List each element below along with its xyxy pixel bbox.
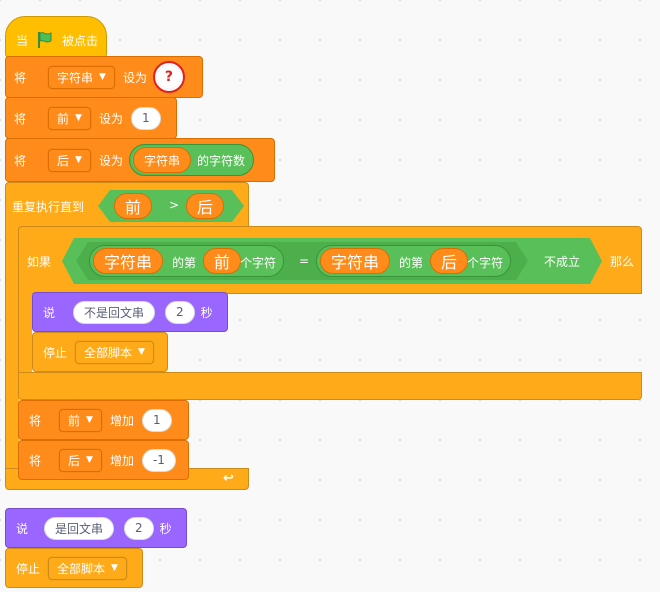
change-front-block[interactable]: 将 前▼ 增加 1 [18,400,189,440]
change-value-input[interactable]: 1 [141,408,172,432]
say-text-input[interactable]: 不是回文串 [73,300,156,324]
clicked-label: 被点击 [62,33,99,48]
repeat-until-label: 重复执行直到 [12,200,85,214]
question-mark-icon: ? [157,66,180,88]
change-by-label: 增加 [109,453,134,468]
value-input-question[interactable]: ? [152,61,185,93]
green-flag-icon [36,31,54,49]
if-then-block[interactable]: 如果 那么 不成立 字符串 的第 前 个字符 = 字符串 [18,226,642,400]
say-palindrome-block[interactable]: 说 是回文串 2 秒 [5,508,187,548]
chevron-down-icon: ▼ [86,415,93,425]
loop-arrow-icon: ↩ [223,471,234,486]
set-label: 将 [14,111,27,126]
change-back-block[interactable]: 将 后▼ 增加 -1 [18,440,189,480]
set-to-label: 设为 [122,70,147,85]
say-secs-input[interactable]: 2 [165,300,195,324]
equals-symbol: = [299,254,310,268]
char-label-b: 个字符 [467,256,504,270]
greater-than-condition[interactable]: 前 > 后 [98,190,244,222]
change-set-label: 将 [29,413,42,428]
char-label-a: 个字符 [240,256,277,270]
set-front-block[interactable]: 将 前▼ 设为 1 [5,97,177,139]
stop-all-block-final[interactable]: 停止 全部脚本▼ [5,548,143,588]
letter-of-reporter-b[interactable]: 字符串 的第 后 个字符 [316,245,511,277]
then-label: 那么 [610,255,635,269]
set-to-label: 设为 [98,153,123,168]
equals-condition[interactable]: 字符串 的第 前 个字符 = 字符串 的第 后 个字符 [76,242,528,280]
not-label: 不成立 [544,255,581,269]
chevron-down-icon: ▼ [99,72,106,82]
chevron-down-icon: ▼ [111,563,118,573]
set-back-block[interactable]: 将 后▼ 设为 字符串 的字符数 [5,138,275,182]
length-label: 的字符数 [196,153,245,168]
string-var-b[interactable]: 字符串 [320,248,390,274]
change-set-label: 将 [29,453,42,468]
letter-of-label-a: 的第 [172,256,197,270]
condition-right-var[interactable]: 后 [186,193,224,219]
letter-of-reporter-a[interactable]: 字符串 的第 前 个字符 [89,245,284,277]
variable-dropdown-front[interactable]: 前▼ [48,106,91,130]
variable-dropdown-front[interactable]: 前▼ [59,408,102,432]
set-label: 将 [14,70,27,85]
letter-of-label-b: 的第 [399,256,424,270]
secs-label: 秒 [159,521,172,536]
chevron-down-icon: ▼ [138,347,145,357]
say-label: 说 [43,305,56,320]
not-condition[interactable]: 不成立 字符串 的第 前 个字符 = 字符串 的第 [62,238,602,284]
string-var-a[interactable]: 字符串 [93,248,163,274]
say-secs-input[interactable]: 2 [124,516,154,540]
greater-than-symbol: > [169,198,180,212]
string-var-reporter[interactable]: 字符串 [132,147,191,173]
repeat-until-block[interactable]: 重复执行直到 前 > 后 ↩ [5,182,249,508]
stop-option-dropdown[interactable]: 全部脚本▼ [75,340,154,364]
stop-option-dropdown[interactable]: 全部脚本▼ [48,556,127,580]
variable-dropdown-back[interactable]: 后▼ [59,448,102,472]
back-var-b[interactable]: 后 [430,248,468,274]
value-input[interactable]: 1 [130,106,161,130]
front-var-a[interactable]: 前 [203,248,241,274]
say-not-palindrome-block[interactable]: 说 不是回文串 2 秒 [32,292,228,332]
condition-left-var[interactable]: 前 [114,193,152,219]
stop-all-block-inner[interactable]: 停止 全部脚本▼ [32,332,168,372]
say-text-input[interactable]: 是回文串 [44,516,115,540]
chevron-down-icon: ▼ [86,455,93,465]
variable-dropdown-back[interactable]: 后▼ [48,148,91,172]
chevron-down-icon: ▼ [75,155,82,165]
length-of-reporter[interactable]: 字符串 的字符数 [128,144,254,176]
chevron-down-icon: ▼ [75,113,82,123]
change-by-label: 增加 [109,413,134,428]
set-label: 将 [14,153,27,168]
when-label: 当 [16,33,29,48]
when-flag-clicked-block[interactable]: 当 被点击 [5,16,107,58]
variable-dropdown-string[interactable]: 字符串▼ [48,65,115,89]
set-string-block[interactable]: 将 字符串▼ 设为 ? [5,56,203,98]
say-label: 说 [16,521,29,536]
stop-label: 停止 [16,561,41,576]
set-to-label: 设为 [98,111,123,126]
if-label: 如果 [27,255,52,269]
change-value-input[interactable]: -1 [141,448,176,472]
secs-label: 秒 [200,305,213,320]
stop-label: 停止 [43,345,68,360]
